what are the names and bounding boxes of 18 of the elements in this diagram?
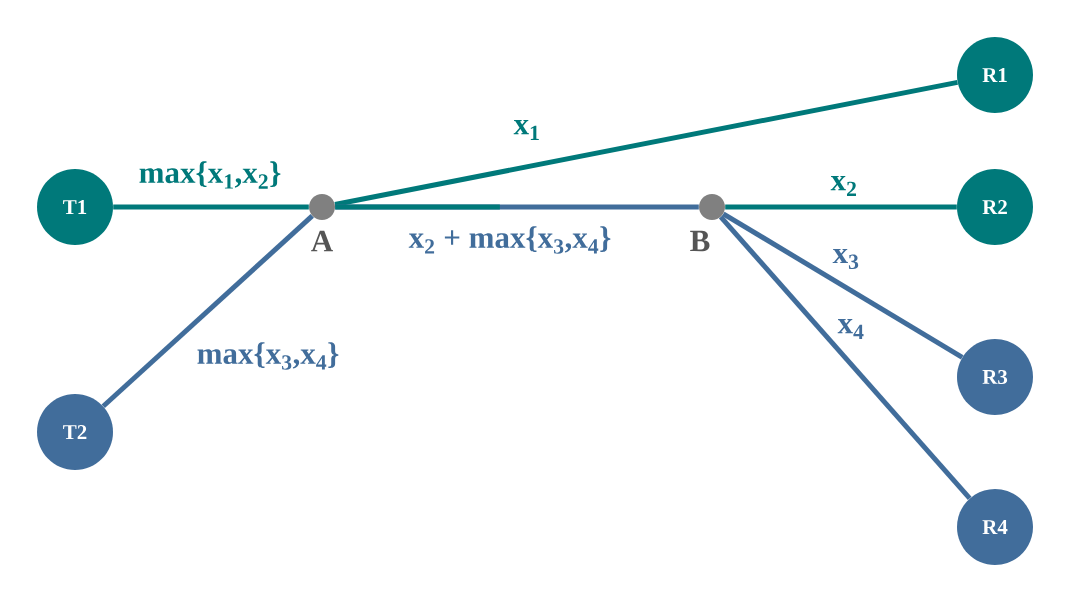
connector-line — [725, 204, 957, 210]
connector-line — [101, 214, 314, 409]
edge-label: x$_{2}$ + max{x$_{3}$,x$_{4}$} — [408, 226, 612, 254]
connector-line — [718, 215, 972, 501]
connector-line — [722, 211, 964, 360]
edge-label: max{x$_{1}$,x$_{2}$} — [138, 161, 282, 189]
junction-dot — [699, 194, 725, 220]
edge-label: max{x$_{3}$,x$_{4}$} — [196, 342, 340, 370]
point-label: A — [311, 230, 333, 252]
connector-line — [334, 79, 958, 207]
edge-label: x$_{3}$ — [832, 248, 860, 270]
edge-label: x$_{2}$ — [830, 176, 858, 196]
connector-line — [335, 204, 699, 210]
connector-line — [113, 204, 309, 210]
edge-label: x$_{4}$ — [837, 319, 865, 339]
edge-label: x$_{1}$ — [513, 120, 541, 140]
junction-dot — [309, 194, 335, 220]
point-label: B — [690, 230, 710, 252]
